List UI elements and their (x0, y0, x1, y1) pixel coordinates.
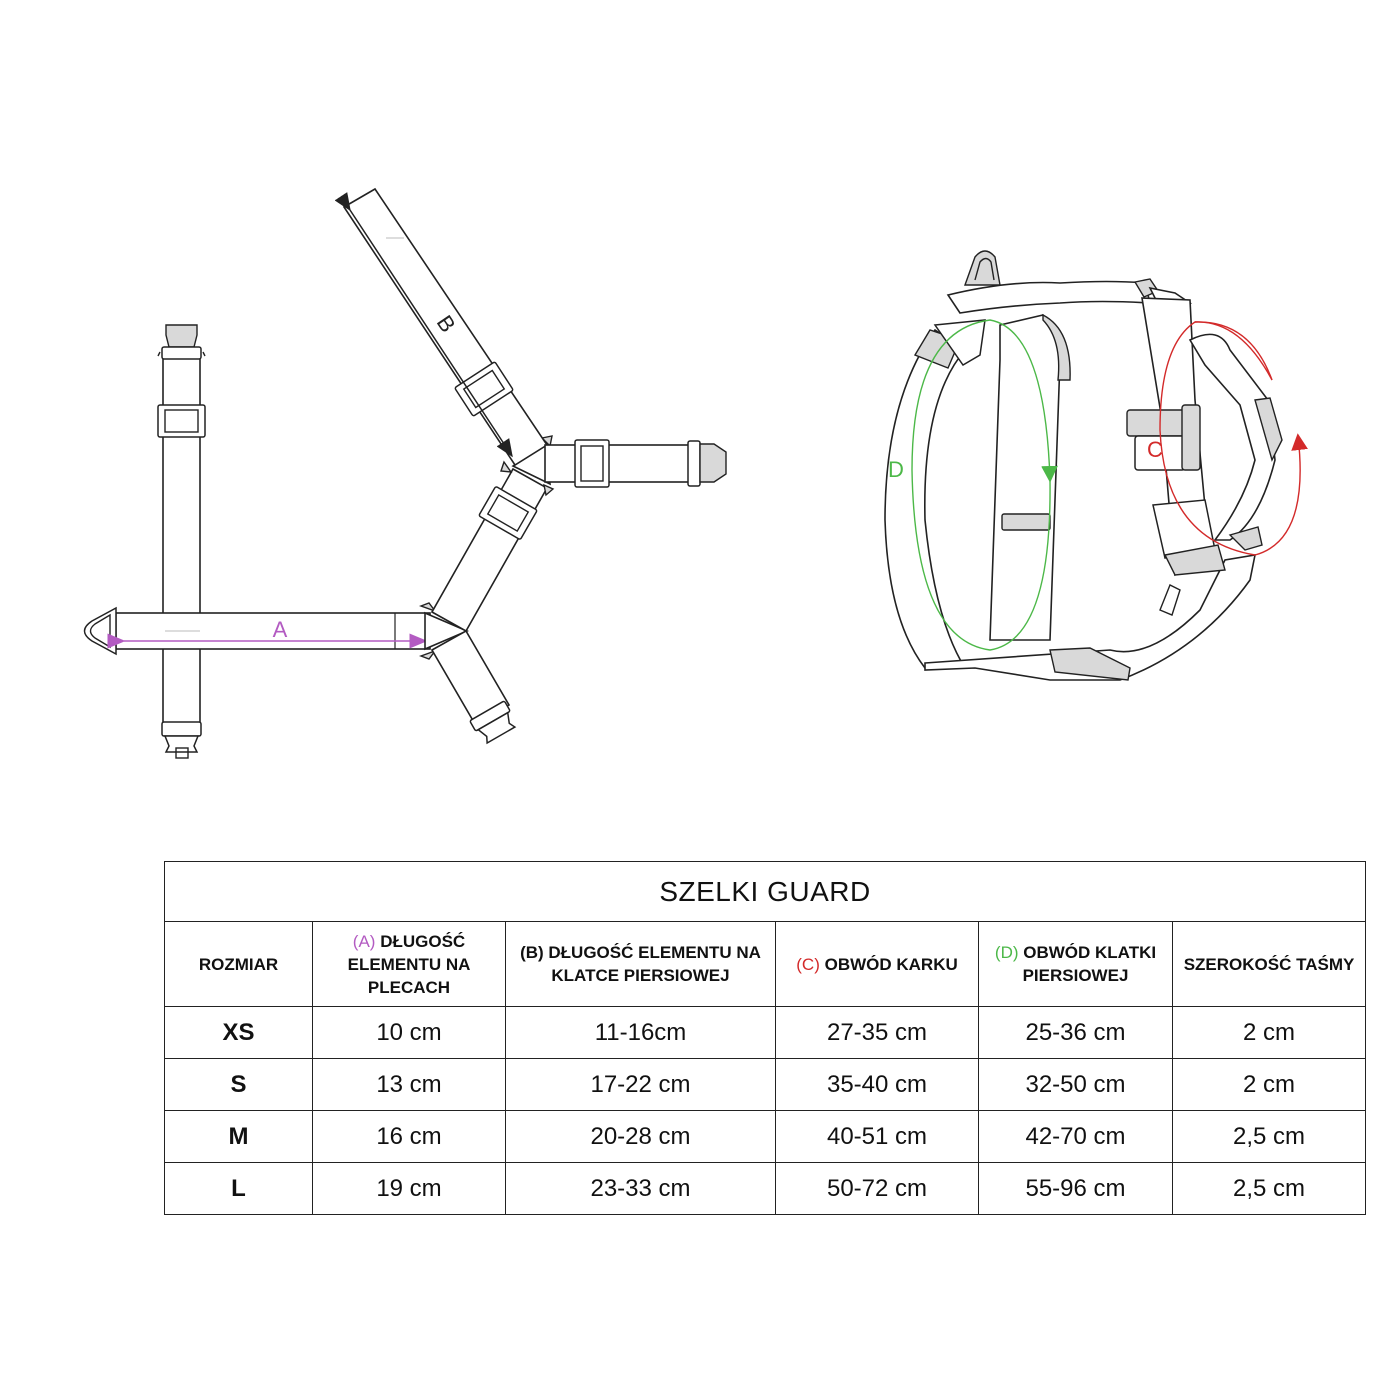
header-d-text: OBWÓD KLATKI PIERSIOWEJ (1022, 943, 1157, 985)
lower-buckle-icon (469, 700, 517, 745)
row-width: 2 cm (1171, 1006, 1367, 1059)
row-d: 55-96 cm (978, 1162, 1173, 1215)
label-a: A (273, 617, 288, 642)
row-size: M (164, 1110, 313, 1163)
size-table: SZELKI GUARD ROZMIAR (A) DŁUGOŚĆ ELEMENT… (163, 861, 1367, 1215)
row-d: 42-70 cm (978, 1110, 1173, 1163)
row-c: 35-40 cm (775, 1058, 979, 1111)
d-ring-icon (83, 606, 117, 656)
worn-harness: D C (884, 250, 1308, 681)
row-width: 2,5 cm (1171, 1162, 1367, 1215)
header-row: ROZMIAR (A) DŁUGOŚĆ ELEMENTU NA PLECACH … (164, 921, 1367, 1007)
label-d: D (888, 457, 904, 482)
row-a: 19 cm (312, 1162, 506, 1215)
chest-slider-icon (478, 486, 538, 540)
table-title: SZELKI GUARD (163, 861, 1367, 922)
row-c: 40-51 cm (775, 1110, 979, 1163)
header-d-tag: (D) (994, 943, 1019, 962)
header-size: ROZMIAR (164, 921, 313, 1007)
row-a: 16 cm (312, 1110, 506, 1163)
table-row: XS 10 cm 11-16cm 27-35 cm 25-36 cm 2 cm (164, 1006, 1367, 1059)
row-d: 32-50 cm (978, 1058, 1173, 1111)
header-c-tag: (C) (796, 954, 820, 974)
worn-c-buckle-icon (1126, 404, 1201, 471)
worn-right-slider-icon (1152, 499, 1226, 576)
row-b: 17-22 cm (505, 1058, 776, 1111)
row-b: 23-33 cm (505, 1162, 776, 1215)
top-buckle-icon (157, 324, 206, 360)
harness-diagram: A B (83, 187, 1308, 759)
row-a: 13 cm (312, 1058, 506, 1111)
row-b: 20-28 cm (505, 1110, 776, 1163)
header-c: (C) OBWÓD KARKU (775, 921, 979, 1007)
flat-harness: A B (83, 187, 727, 759)
header-a: (A) DŁUGOŚĆ ELEMENTU NA PLECACH (312, 921, 506, 1007)
arm-buckle-icon (687, 440, 727, 487)
row-d: 25-36 cm (978, 1006, 1173, 1059)
row-width: 2 cm (1171, 1058, 1367, 1111)
row-size: L (164, 1162, 313, 1215)
label-c: C (1147, 437, 1163, 462)
row-b: 11-16cm (505, 1006, 776, 1059)
row-a: 10 cm (312, 1006, 506, 1059)
row-size: XS (164, 1006, 313, 1059)
measure-b-arrow (334, 192, 513, 458)
table-row: S 13 cm 17-22 cm 35-40 cm 32-50 cm 2 cm (164, 1058, 1367, 1111)
row-size: S (164, 1058, 313, 1111)
table-row: L 19 cm 23-33 cm 50-72 cm 55-96 cm 2,5 c… (164, 1162, 1367, 1215)
row-c: 50-72 cm (775, 1162, 979, 1215)
header-width: SZEROKOŚĆ TAŚMY (1171, 921, 1367, 1007)
measure-c-arrow (1159, 321, 1308, 556)
header-a-text: DŁUGOŚĆ ELEMENTU NA PLECACH (347, 931, 471, 997)
measure-d-arrow (911, 319, 1058, 651)
arm-slider-icon (574, 439, 610, 488)
row-c: 27-35 cm (775, 1006, 979, 1059)
header-c-text: OBWÓD KARKU (824, 954, 958, 974)
slider-icon (157, 404, 206, 438)
bottom-buckle-icon (161, 721, 202, 759)
row-width: 2,5 cm (1171, 1110, 1367, 1163)
table-row: M 16 cm 20-28 cm 40-51 cm 42-70 cm 2,5 c… (164, 1110, 1367, 1163)
header-a-tag: (A) (352, 931, 376, 951)
header-d: (D) OBWÓD KLATKI PIERSIOWEJ (978, 921, 1173, 1007)
header-b: (B) DŁUGOŚĆ ELEMENTU NA KLATCE PIERSIOWE… (505, 921, 776, 1007)
